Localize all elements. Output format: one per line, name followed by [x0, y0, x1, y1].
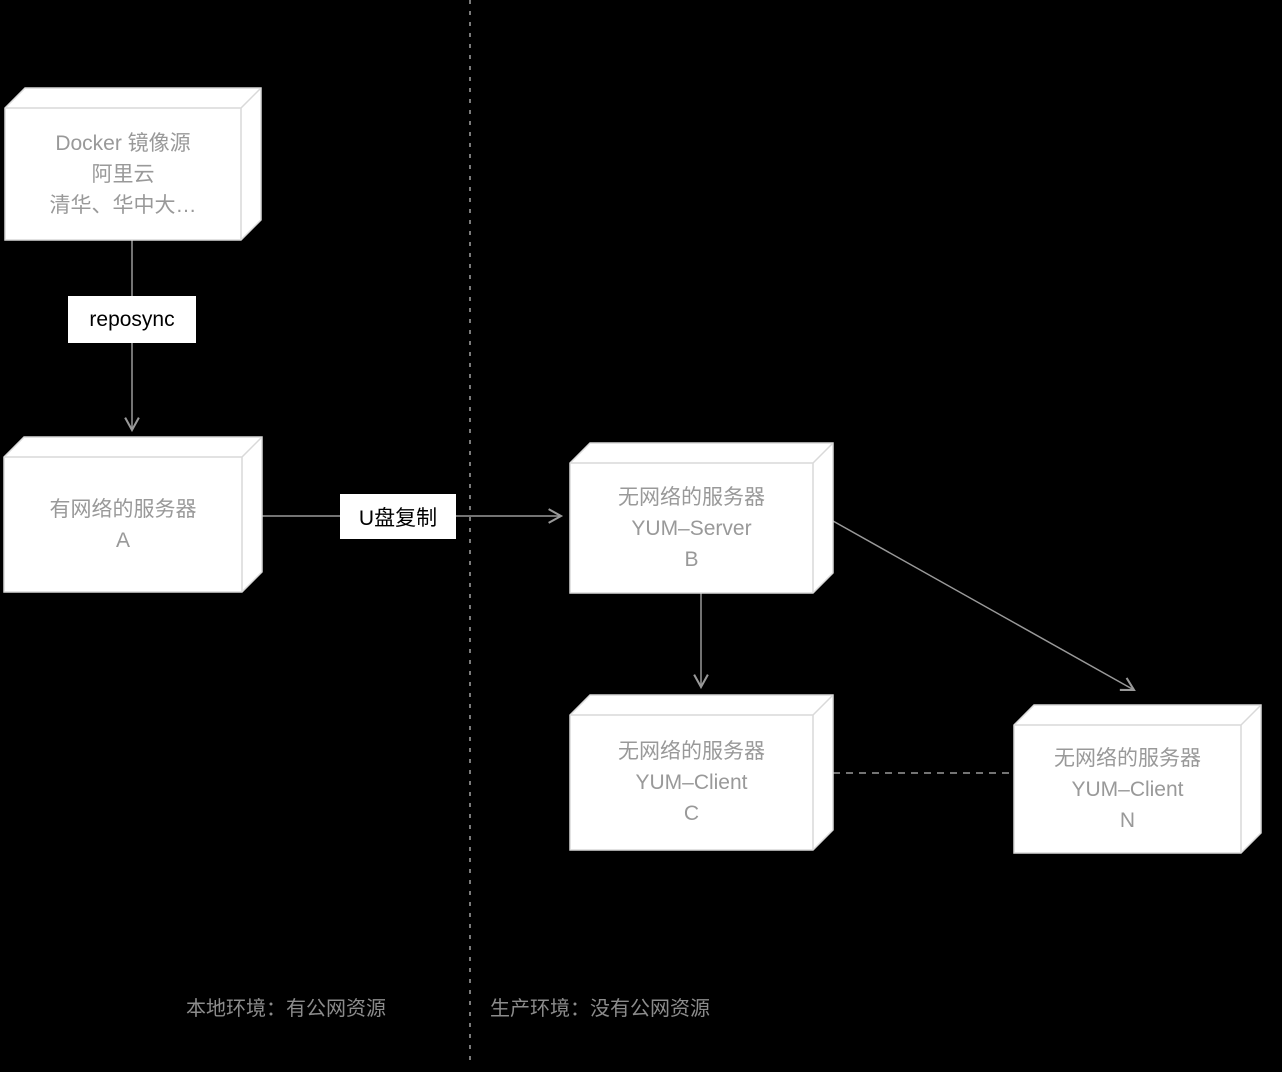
cube-shape	[569, 694, 834, 851]
node-line: 无网络的服务器	[618, 485, 765, 509]
node-line: 有网络的服务器	[49, 497, 197, 521]
node-yum-server-b: 无网络的服务器 YUM–Server B	[569, 442, 834, 594]
node-server-a: 有网络的服务器 A	[3, 436, 263, 593]
node-line: A	[115, 528, 130, 552]
node-line: Docker 镜像源	[55, 131, 191, 155]
caption-local-environment: 本地环境：有公网资源	[186, 998, 386, 1020]
cube-shape	[1013, 704, 1262, 854]
node-label: Docker 镜像源 阿里云 清华、华中大…	[5, 108, 241, 240]
node-docker-mirror-source: Docker 镜像源 阿里云 清华、华中大…	[4, 87, 262, 241]
node-yum-client-c: 无网络的服务器 YUM–Client C	[569, 694, 834, 851]
node-label: 有网络的服务器 A	[4, 457, 242, 592]
node-yum-client-n: 无网络的服务器 YUM–Client N	[1013, 704, 1262, 854]
node-label: 无网络的服务器 YUM–Server B	[570, 463, 813, 593]
node-line: YUM–Client	[635, 771, 748, 794]
node-label: 无网络的服务器 YUM–Client C	[570, 715, 813, 850]
edge-label-reposync: reposync	[68, 296, 196, 343]
caption-production-environment: 生产环境：没有公网资源	[490, 998, 710, 1020]
node-line: 阿里云	[91, 162, 155, 186]
node-line: N	[1119, 808, 1136, 832]
edge-label-usb-copy: U盘复制	[340, 494, 456, 539]
node-line: B	[684, 547, 699, 571]
node-line: 无网络的服务器	[1054, 746, 1201, 770]
node-line: YUM–Server	[631, 516, 752, 540]
node-line: YUM–Client	[1071, 777, 1184, 801]
node-line: 无网络的服务器	[618, 740, 765, 763]
edge-yum-server-b-to-client-n	[832, 520, 1136, 692]
cube-shape	[3, 436, 263, 593]
node-line: 清华、华中大…	[49, 193, 197, 217]
cube-shape	[569, 442, 834, 594]
cube-shape	[4, 87, 262, 241]
node-line: C	[683, 802, 700, 825]
node-label: 无网络的服务器 YUM–Client N	[1014, 725, 1241, 853]
